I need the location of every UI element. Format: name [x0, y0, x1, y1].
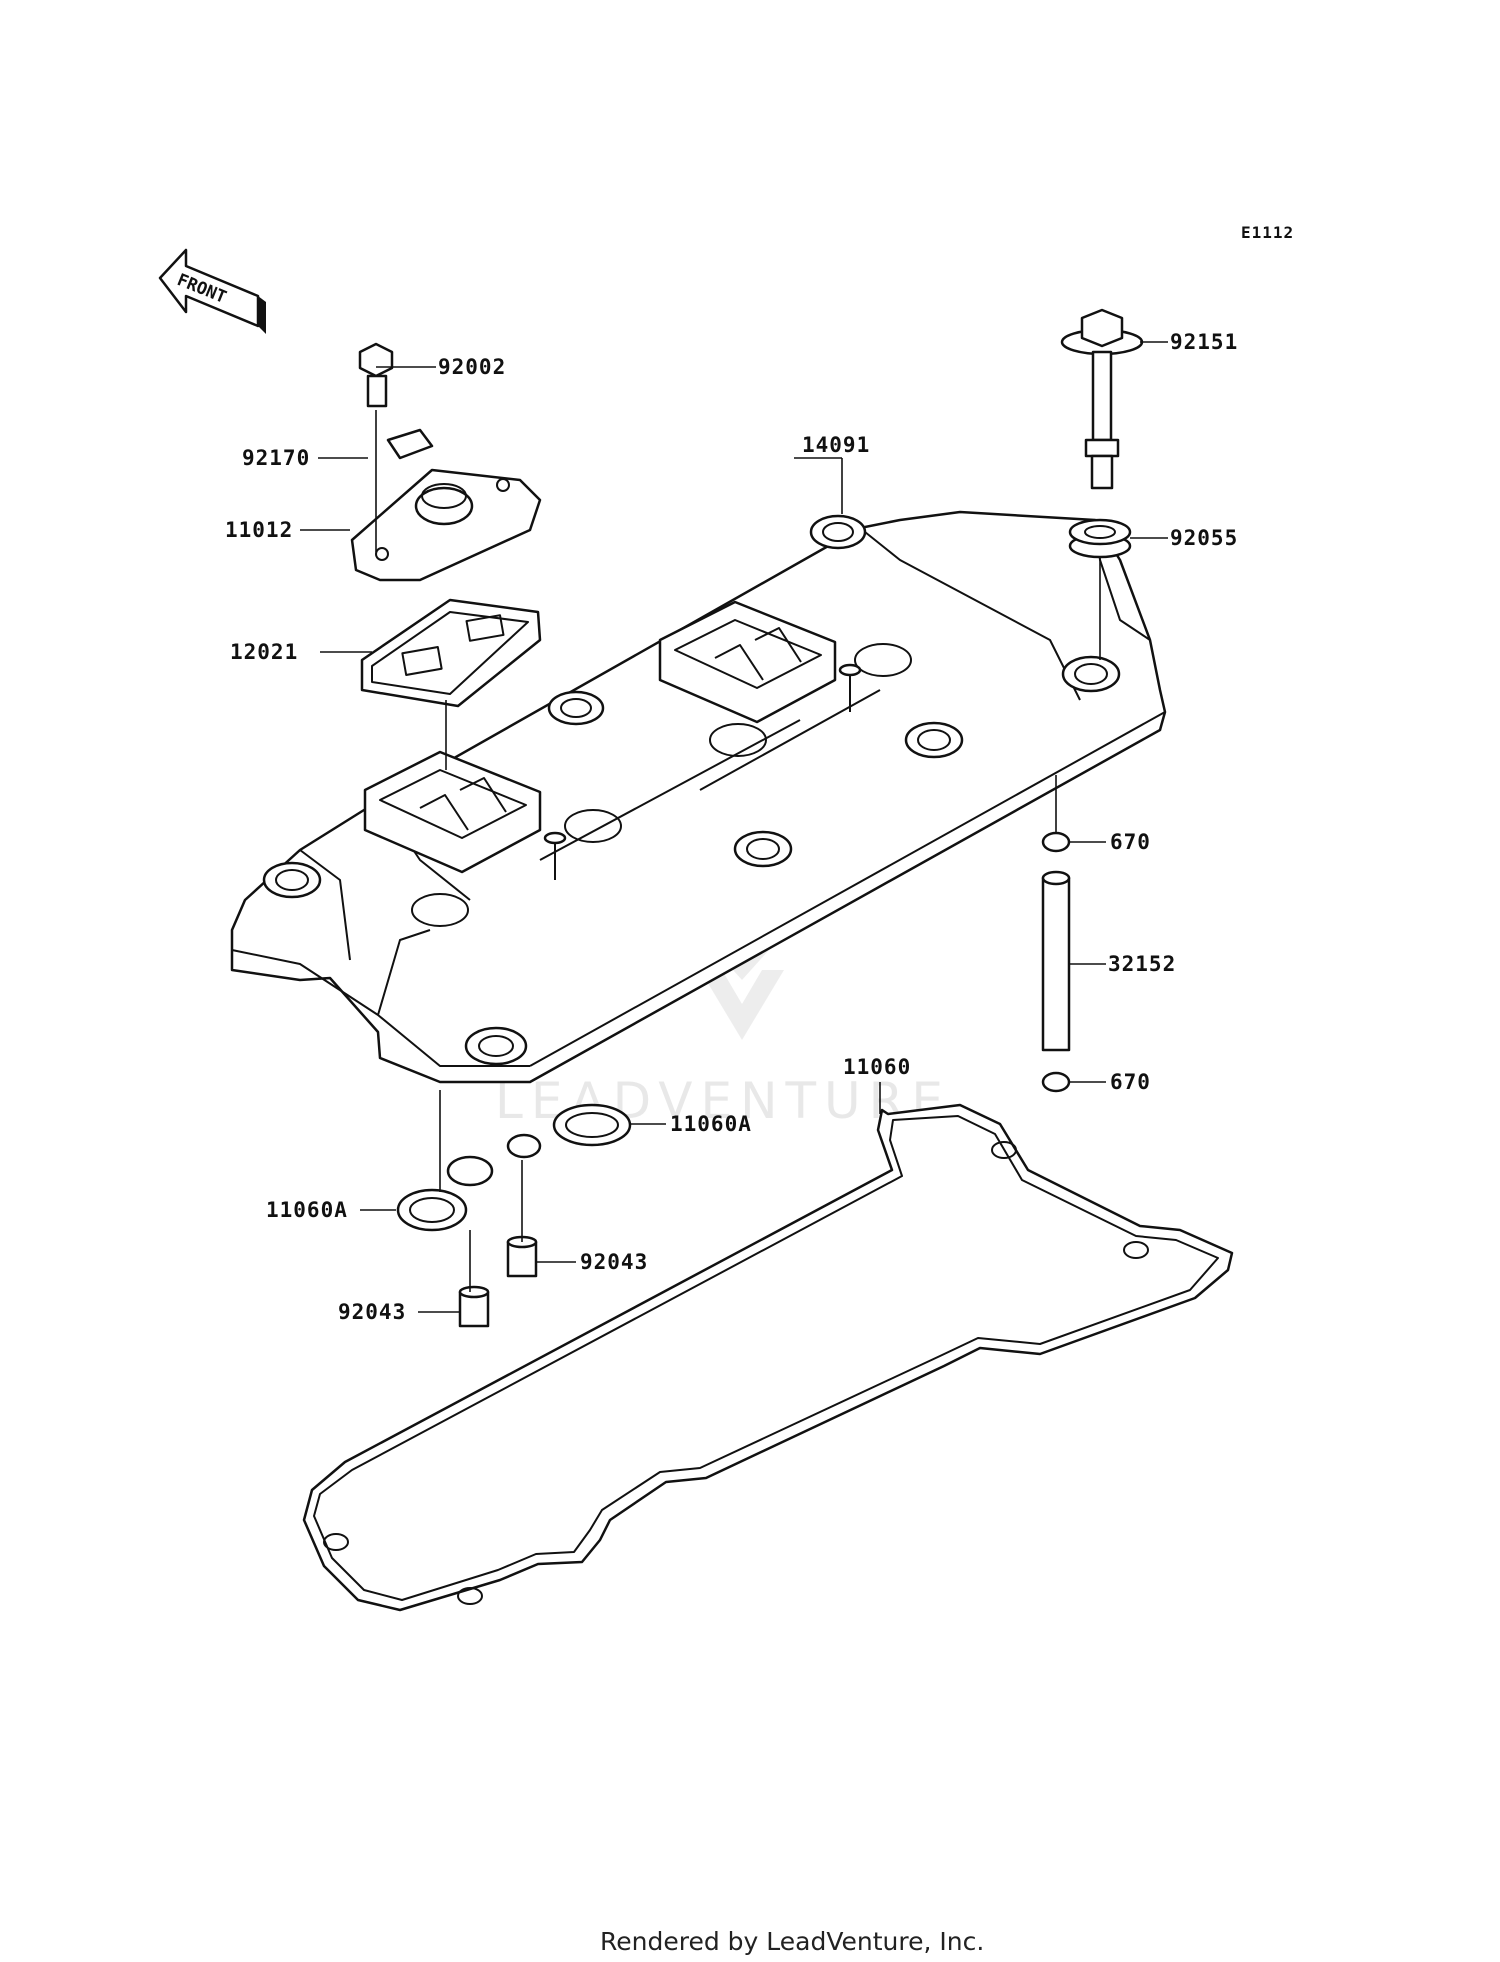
dowel-left — [458, 1285, 490, 1328]
label-670-upper: 670 — [1110, 830, 1151, 854]
plug-seal-left — [396, 1155, 494, 1232]
o-ring-upper — [1041, 831, 1071, 853]
credit-text: Rendered by LeadVenture, Inc. — [600, 1927, 984, 1956]
diagram-code: E1112 — [1241, 223, 1294, 242]
leader-lines — [300, 341, 1168, 1313]
pipe-32152 — [1041, 870, 1071, 1052]
label-11060A-left: 11060A — [266, 1198, 348, 1222]
o-ring-lower — [1041, 1071, 1071, 1093]
bolt-92002 — [358, 342, 394, 408]
label-14091: 14091 — [802, 433, 870, 457]
bolt-92151 — [1060, 308, 1144, 490]
breather-gasket — [360, 598, 542, 708]
grommet-92055 — [1068, 518, 1132, 559]
front-arrow-icon: FRONT — [158, 248, 266, 334]
breather-cover — [350, 428, 542, 582]
plug-seal-right — [506, 1103, 632, 1159]
label-670-lower: 670 — [1110, 1070, 1151, 1094]
label-92055: 92055 — [1170, 526, 1238, 550]
label-92043-left: 92043 — [338, 1300, 406, 1324]
dowel-right — [506, 1235, 538, 1278]
part-labels: 92002 92170 11012 12021 14091 92151 9205… — [225, 330, 1238, 1324]
label-32152: 32152 — [1108, 952, 1176, 976]
label-92002: 92002 — [438, 355, 506, 379]
label-11060: 11060 — [843, 1055, 911, 1079]
label-11012: 11012 — [225, 518, 293, 542]
label-11060A-right: 11060A — [670, 1112, 752, 1136]
label-92151: 92151 — [1170, 330, 1238, 354]
label-12021: 12021 — [230, 640, 298, 664]
label-92170: 92170 — [242, 446, 310, 470]
label-92043-right: 92043 — [580, 1250, 648, 1274]
head-cover-gasket — [302, 1103, 1234, 1612]
cylinder-head-cover — [230, 510, 1167, 1084]
